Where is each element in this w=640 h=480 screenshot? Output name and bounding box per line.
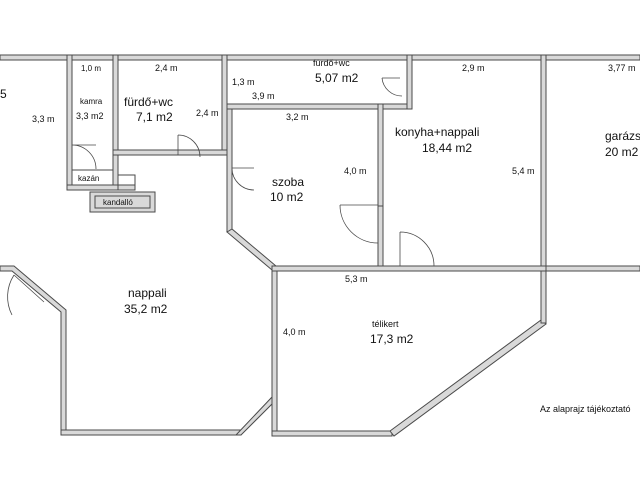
wall-szoba-left <box>226 108 233 233</box>
wall-furdo1-bottom <box>112 149 228 156</box>
room-konyha-name: konyha+nappali <box>395 125 479 139</box>
room-telikert-name: télikert <box>372 319 399 329</box>
dim-1-0: 1,0 m <box>81 64 101 73</box>
wall-telikert-left <box>271 270 278 437</box>
wall-furdo2-bottom <box>226 103 413 110</box>
dim-5-4: 5,4 m <box>512 166 535 176</box>
wall-szoba-bottom-right <box>377 205 384 267</box>
room-kamra-name: kamra <box>80 97 103 106</box>
door-nappali-left <box>7 274 45 316</box>
room-szoba-area: 10 m2 <box>270 190 304 204</box>
wall-top <box>0 54 640 61</box>
left-edge-label: 5 <box>0 87 7 101</box>
wall-konyha-left <box>377 103 384 211</box>
wall-nappali-diagonal <box>234 270 278 436</box>
wall-divider-5-3 <box>271 265 547 272</box>
wall-garazs-bottom <box>545 265 640 272</box>
wall-szoba-diagonal <box>226 228 277 271</box>
room-garazs-area: 20 m2 <box>605 145 639 159</box>
room-kamra-area: 3,3 m2 <box>76 111 104 121</box>
door-konyha-szoba <box>339 204 379 244</box>
kandallo-box <box>89 191 156 213</box>
wall-left-diagonal <box>0 265 67 433</box>
door-kamra <box>71 144 97 170</box>
wall-telikert-right <box>540 270 547 324</box>
door-furdo2 <box>381 77 403 97</box>
wall-furdo2-right <box>406 54 413 110</box>
dim-5-3: 5,3 m <box>345 274 368 284</box>
dim-2-4-side: 2,4 m <box>196 108 219 118</box>
chimney-box <box>117 174 136 191</box>
dim-3-2: 3,2 m <box>286 112 309 122</box>
dim-2-4-top: 2,4 m <box>155 63 178 73</box>
room-kazan-label: kazán <box>78 174 99 183</box>
wall-kamra-right <box>112 54 119 188</box>
room-furdo2-area: 5,07 m2 <box>315 71 359 85</box>
door-konyha-south <box>399 231 435 267</box>
dim-4-0-telikert: 4,0 m <box>283 327 306 337</box>
room-telikert-area: 17,3 m2 <box>370 332 414 346</box>
room-konyha-area: 18,44 m2 <box>422 141 472 155</box>
room-garazs-name: garázs <box>605 129 640 143</box>
dim-3-9: 3,9 m <box>252 91 275 101</box>
dim-3-77: 3,77 m <box>608 63 636 73</box>
wall-kamra-left <box>66 54 73 188</box>
wall-nappali-bottom <box>60 429 242 436</box>
dim-1-3: 1,3 m <box>232 77 255 87</box>
wall-telikert-diagonal <box>389 319 547 437</box>
room-szoba-name: szoba <box>272 175 304 189</box>
wall-furdo-right <box>221 54 228 156</box>
door-szoba <box>231 167 255 191</box>
room-nappali-name: nappali <box>128 286 167 300</box>
dim-3-3: 3,3 m <box>32 114 55 124</box>
wall-konyha-right <box>540 54 547 271</box>
wall-telikert-bottom <box>271 430 393 437</box>
disclaimer-note: Az alaprajz tájékoztató <box>540 404 631 414</box>
wall-kazan-bottom <box>66 184 136 191</box>
dim-2-9: 2,9 m <box>462 63 485 73</box>
door-furdo1 <box>177 134 201 158</box>
kazan-box <box>71 169 114 186</box>
room-kandallo-label: kandalló <box>103 198 133 207</box>
room-furdo1-name: fürdő+wc <box>124 95 173 109</box>
room-nappali-area: 35,2 m2 <box>124 302 168 316</box>
room-furdo1-area: 7,1 m2 <box>136 110 173 124</box>
kandallo-inner <box>94 195 151 209</box>
dim-4-0-szoba: 4,0 m <box>344 166 367 176</box>
room-furdo2-name: fürdő+wc <box>313 58 350 68</box>
